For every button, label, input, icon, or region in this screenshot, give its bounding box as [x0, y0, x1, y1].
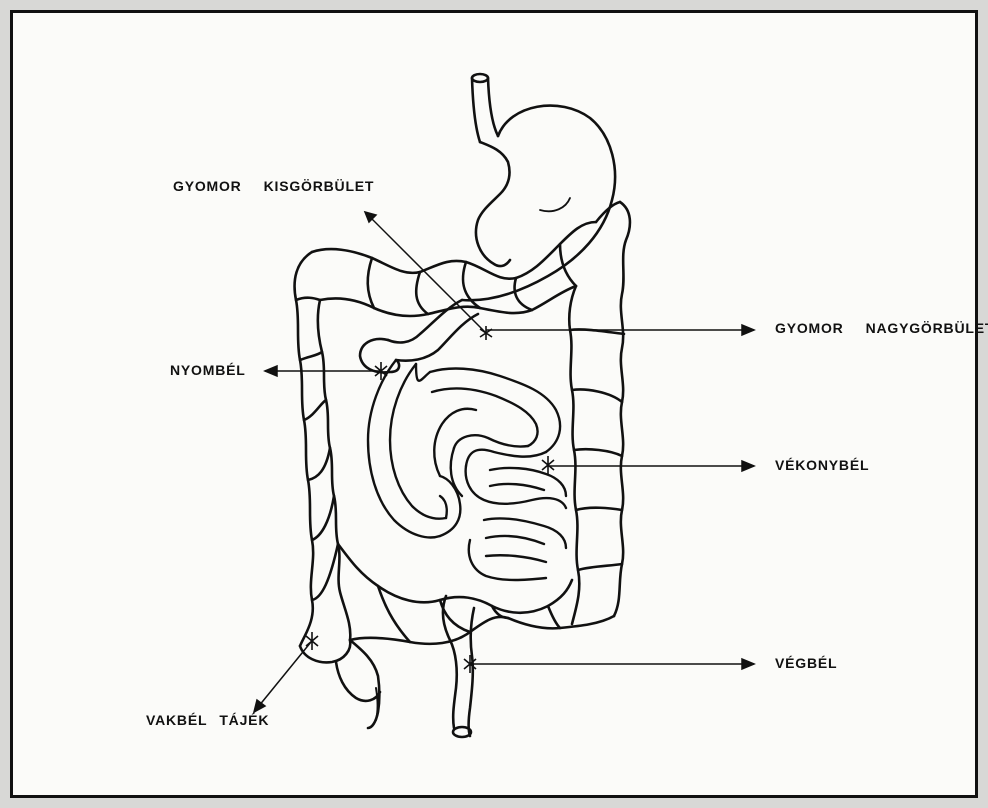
pointer-lines [254, 212, 754, 712]
label-word: GYOMOR [173, 178, 242, 194]
label-stomach-greater-curvature: GYOMOR NAGYGÖRBÜLET [775, 320, 988, 336]
label-duodenum: NYOMBÉL [170, 362, 246, 378]
esophagus [472, 74, 498, 142]
descending-colon [569, 202, 630, 624]
label-word: GYOMOR [775, 320, 844, 336]
ascending-colon [295, 252, 351, 646]
small-intestine [368, 360, 566, 580]
sigmoid-colon [338, 544, 614, 644]
label-cecum-region: VAKBÉL TÁJÉK [146, 712, 269, 728]
label-word: NAGYGÖRBÜLET [866, 320, 988, 336]
label-word: KISGÖRBÜLET [264, 178, 375, 194]
label-word: TÁJÉK [219, 712, 269, 728]
label-word: VAKBÉL [146, 712, 207, 728]
label-small-intestine: VÉKONYBÉL [775, 457, 869, 473]
cecum [300, 640, 380, 728]
label-rectum: VÉGBÉL [775, 655, 837, 671]
label-stomach-lesser-curvature: GYOMOR KISGÖRBÜLET [173, 178, 374, 194]
